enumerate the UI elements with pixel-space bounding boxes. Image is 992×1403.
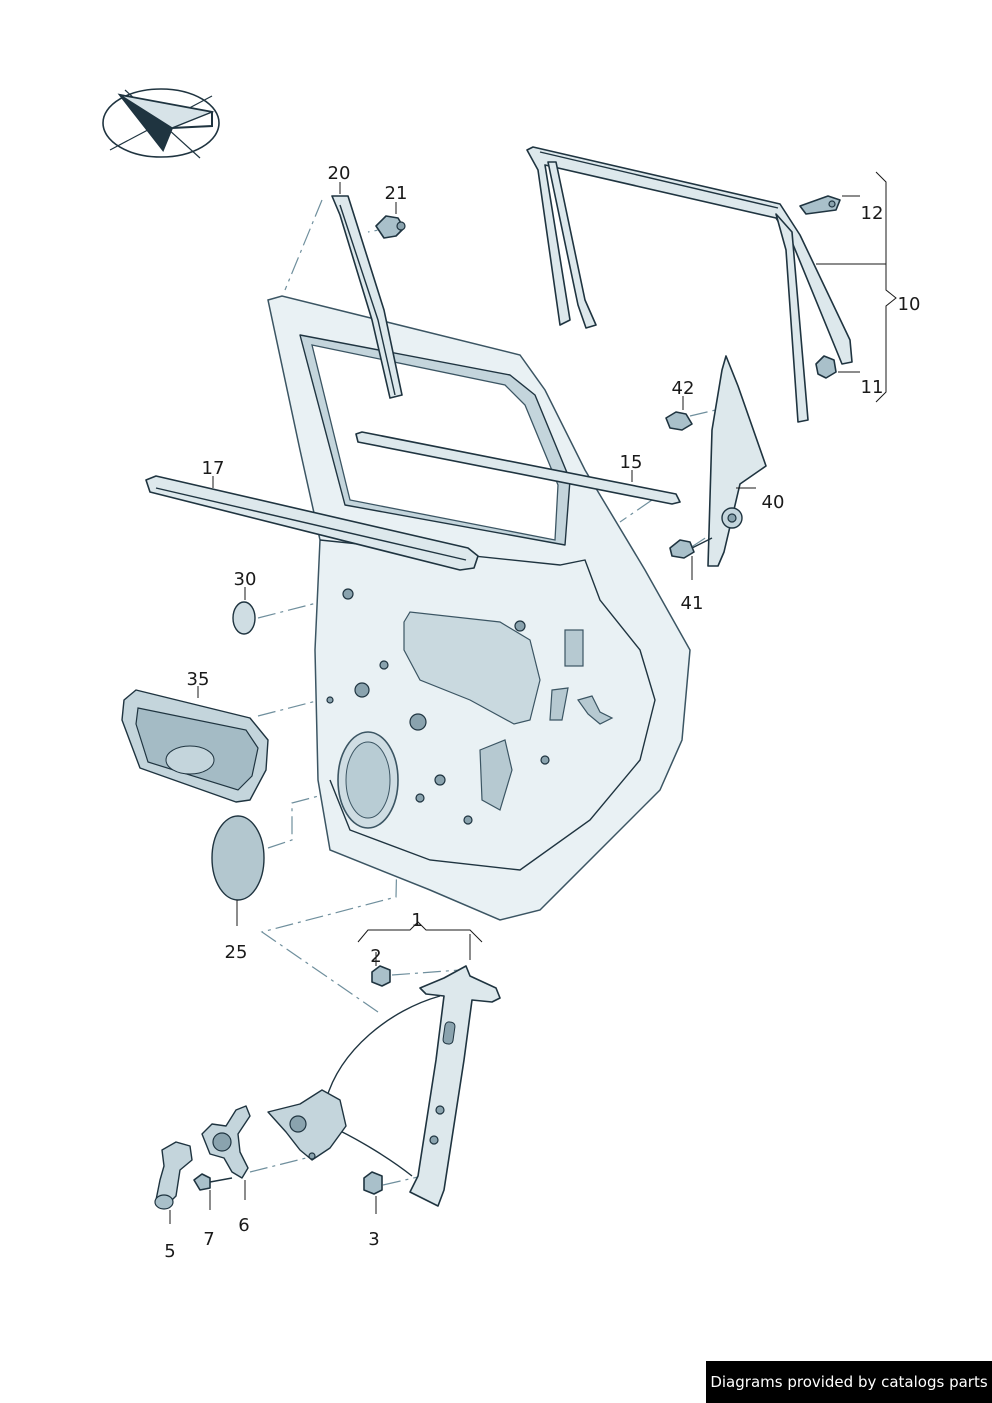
callout-35: 35 [187, 669, 210, 690]
callout-leaders [169, 182, 860, 1224]
part-7-screw [193, 1173, 233, 1191]
part-40-trim-panel [707, 355, 767, 567]
part-17-outer-seal-strip [145, 475, 479, 571]
door-shell [267, 295, 691, 921]
callout-20: 20 [328, 163, 351, 184]
part-25-speaker-cover [211, 815, 265, 901]
part-1-window-regulator [267, 965, 501, 1207]
part-10-window-seal-frame [526, 146, 853, 423]
callout-15: 15 [620, 452, 643, 473]
callout-3: 3 [368, 1229, 379, 1250]
callout-12: 12 [861, 203, 884, 224]
callout-41: 41 [681, 593, 704, 614]
callout-6: 6 [238, 1215, 249, 1236]
callout-2: 2 [370, 946, 381, 967]
direction-arrow-icon [102, 88, 220, 159]
part-6-drive [201, 1105, 251, 1179]
callout-7: 7 [203, 1229, 214, 1250]
callout-40: 40 [762, 492, 785, 513]
footer-credit-badge: Diagrams provided by catalogs parts [706, 1361, 992, 1403]
part-11-clip [815, 355, 837, 379]
callout-17: 17 [202, 458, 225, 479]
bracket-10 [816, 171, 897, 403]
part-20-guide-channel [331, 195, 403, 399]
callout-42: 42 [672, 378, 695, 399]
callout-labels: 20 21 12 10 11 42 17 15 40 30 41 35 1 25… [164, 163, 920, 1262]
part-42-clip [665, 411, 693, 431]
part-35-cover [121, 689, 269, 803]
part-15-inner-seal-strip [355, 431, 681, 505]
part-5-crank-handle [154, 1141, 193, 1210]
callout-5: 5 [164, 1241, 175, 1262]
callout-21: 21 [385, 183, 408, 204]
callout-25: 25 [225, 942, 248, 963]
callout-1: 1 [411, 910, 422, 931]
callout-11: 11 [861, 377, 884, 398]
part-41-screw [669, 537, 713, 559]
callout-30: 30 [234, 569, 257, 590]
part-2-nut [371, 965, 391, 987]
part-12-end-cap [799, 195, 841, 215]
part-21-clip [375, 215, 406, 239]
part-30-plug [232, 601, 256, 635]
part-3-nut [363, 1171, 383, 1195]
callout-10: 10 [898, 294, 921, 315]
bracket-1 [357, 921, 483, 960]
